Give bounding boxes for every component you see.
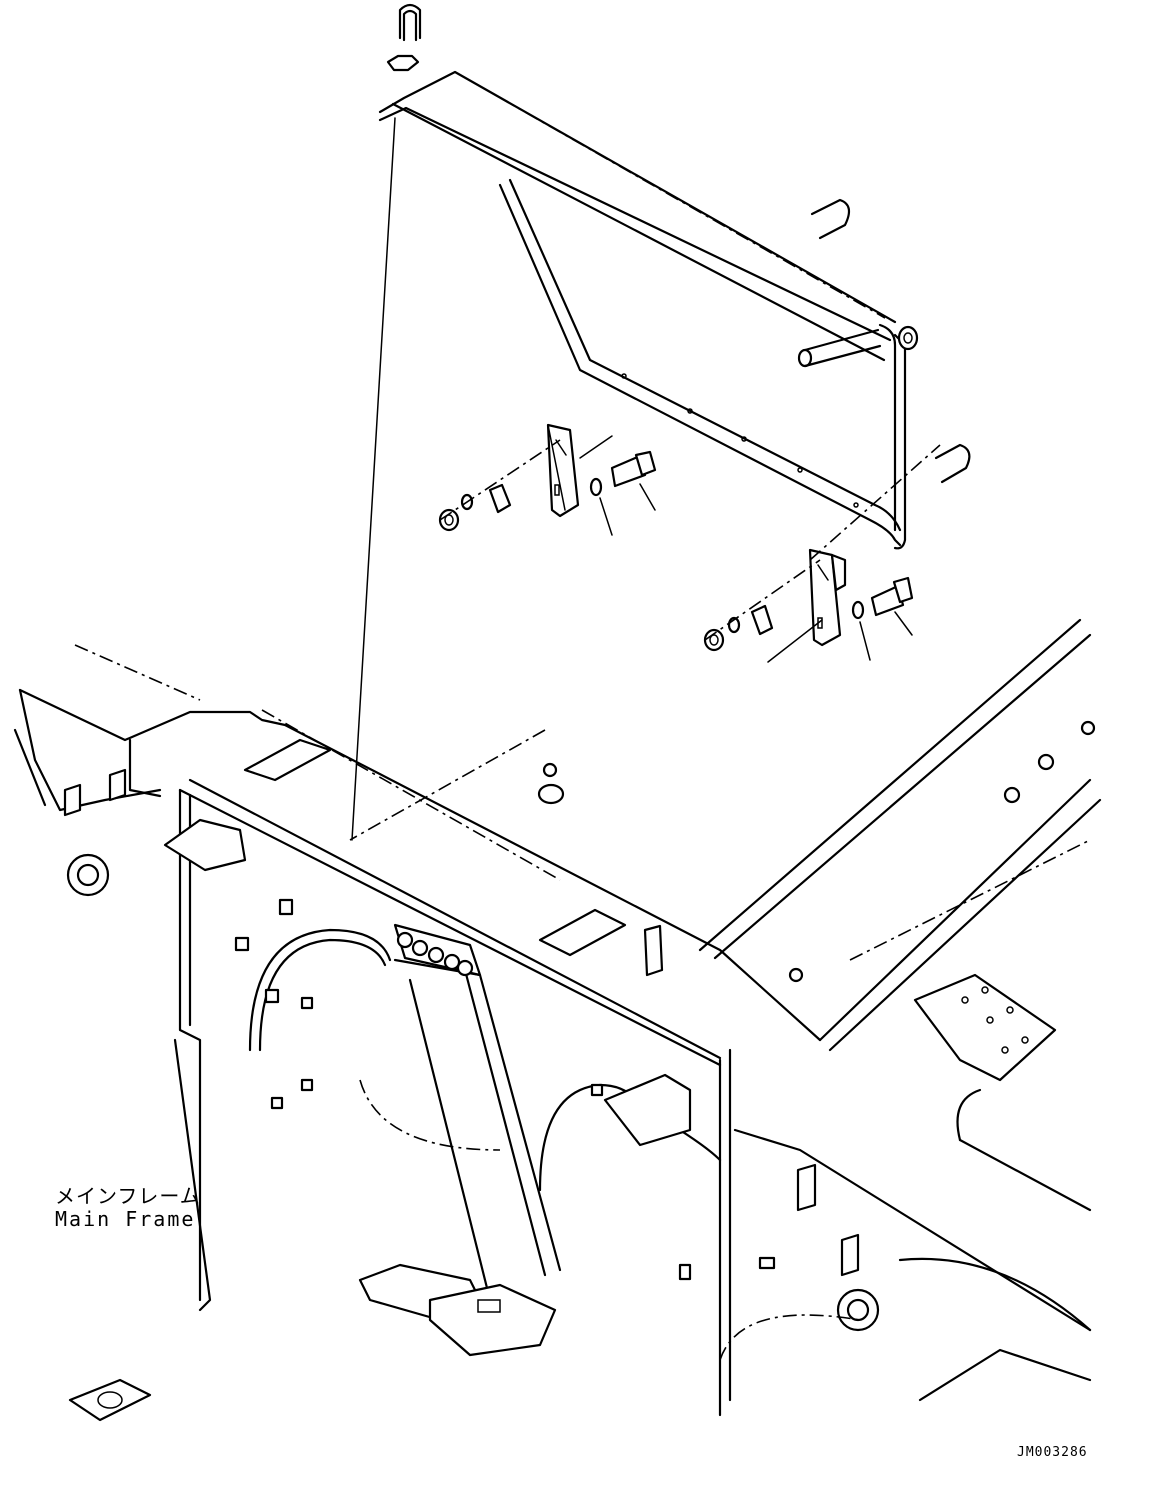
main-frame — [13, 618, 1102, 1422]
main-frame-label-japanese: メインフレーム — [55, 1184, 201, 1208]
main-frame-label-english: Main Frame — [55, 1207, 196, 1231]
drawing-code: JM003286 — [1017, 1445, 1088, 1460]
step-plate — [913, 973, 1057, 1082]
bolt-right — [870, 584, 905, 617]
u-bolt-right-lower — [934, 443, 971, 484]
tube-end — [797, 348, 813, 368]
bracket-set-right — [703, 444, 941, 663]
spring-washer-right — [851, 600, 865, 620]
deck-plate-1 — [243, 738, 332, 782]
bracket-set-left — [438, 423, 657, 536]
handrail-assembly — [351, 3, 971, 841]
plate-right — [750, 604, 774, 636]
bottom-flange — [68, 1378, 152, 1422]
deck-plate-2 — [538, 908, 627, 957]
plate-left — [488, 483, 512, 514]
spring-washer-left — [589, 477, 603, 497]
u-bolt-top — [398, 3, 422, 40]
u-bolt-right-upper — [810, 198, 851, 240]
nut-left — [438, 508, 460, 532]
